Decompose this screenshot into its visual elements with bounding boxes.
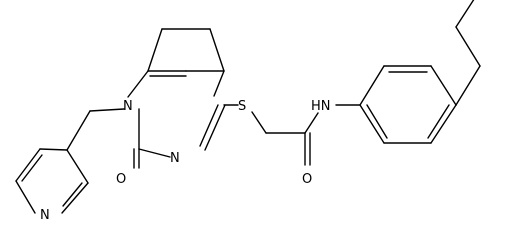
phenyl-ring [359, 65, 457, 144]
pyridine-ring [15, 148, 89, 214]
structure-canvas: S HN N N O O N [15, 0, 481, 223]
pyridylmethyl-linker [66, 108, 125, 151]
side-chain [223, 104, 361, 166]
amide-oxygen-label: O [302, 172, 312, 187]
butyl-chain [455, 0, 481, 106]
amide-nh-label: HN [311, 99, 331, 114]
molecule-diagram: S HN N N O O N [15, 0, 481, 223]
sulfur-label: S [238, 99, 246, 114]
ring-n3-label: N [170, 151, 180, 166]
cyclopentane-ring [147, 28, 225, 72]
pyrimidinone-ring [127, 70, 226, 158]
pyridine-nitrogen-label: N [40, 208, 50, 219]
ring-carbonyl [133, 148, 140, 169]
ring-oxygen-label: O [116, 172, 126, 187]
ring-n1-label: N [123, 99, 133, 114]
